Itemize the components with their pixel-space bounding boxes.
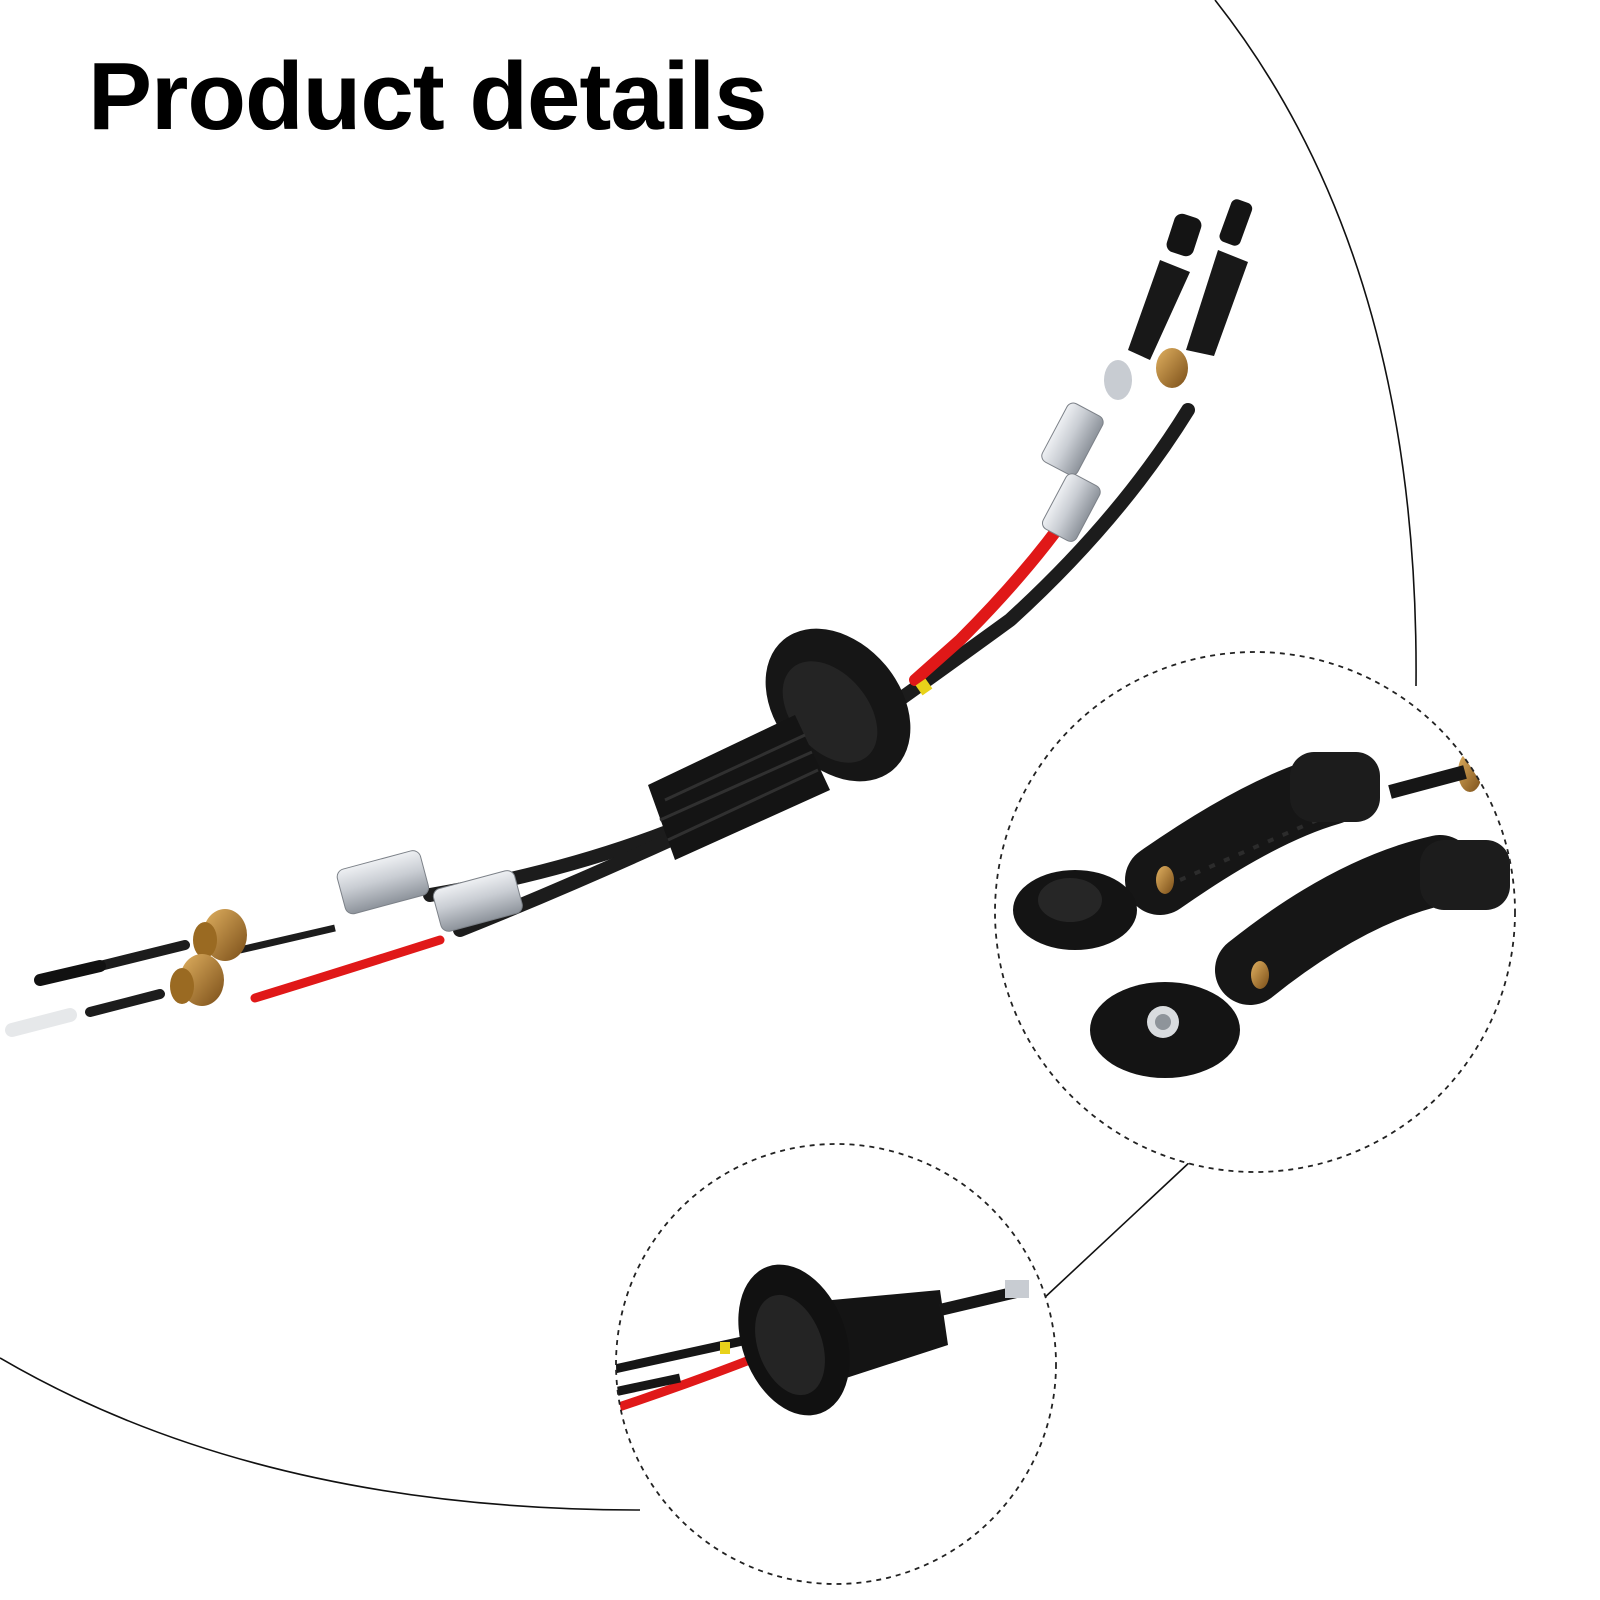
metal-fitting-top-b (1041, 473, 1101, 542)
large-arc-line (1214, 0, 1417, 687)
zoom-circle-bottom (615, 1143, 1057, 1585)
connector-line (1041, 1159, 1193, 1301)
large-arc-line-lower (0, 1357, 641, 1511)
shift-cable-assembly (5, 199, 1253, 1037)
ribbed-sleeve (648, 715, 830, 860)
page-title: Product details (88, 43, 767, 150)
brass-nut-lower (170, 954, 224, 1006)
background-arc (1212, 0, 1429, 700)
zoom-circle-right (994, 651, 1516, 1173)
zoom-detail-rod-ends (994, 651, 1516, 1173)
metal-fitting-lower (432, 870, 523, 932)
metal-fitting-top-a (1041, 402, 1104, 476)
metal-fitting-upper (336, 850, 430, 915)
brass-nut-upper (193, 909, 247, 961)
zoom-detail-grommet (615, 1143, 1057, 1585)
